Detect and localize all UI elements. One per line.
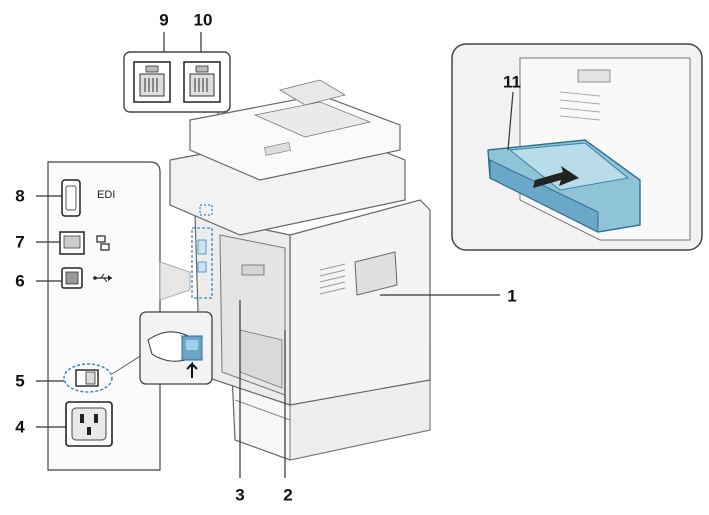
usb-port [61,267,112,289]
callout-8: 8 [15,187,24,206]
tray-inset [451,43,703,251]
callout-5: 5 [15,372,24,391]
port-panel: EDI [47,161,161,471]
callout-4: 4 [15,418,25,437]
callout-10: 10 [194,11,213,30]
callout-7: 7 [15,233,24,252]
paper-tray [487,139,641,233]
rear-port-highlight [191,227,213,299]
callout-2: 2 [283,486,292,505]
edi-port: EDI [61,179,115,217]
phone-jack-right [183,61,221,103]
printer-body [169,79,431,461]
port-zoom-wedge [159,261,191,301]
callout-9: 9 [159,11,168,30]
callout-1: 1 [507,287,516,306]
network-icon [96,235,110,251]
callout-6: 6 [15,272,24,291]
pull-arrow-icon [533,166,579,188]
edi-label: EDI [97,189,115,201]
phone-jack-left [133,61,171,103]
callouts: 1 2 3 4 5 6 7 8 9 10 11 [15,11,521,505]
network-port [59,231,110,255]
vent-grille [319,263,346,295]
power-switch [63,363,113,393]
leader-lines [36,32,514,478]
usb-icon [93,273,112,283]
callout-11: 11 [503,73,521,92]
callout-3: 3 [235,486,244,505]
power-switch-zoom [139,311,213,385]
power-receptacle [65,401,113,447]
rear-jack-highlight [199,204,213,216]
